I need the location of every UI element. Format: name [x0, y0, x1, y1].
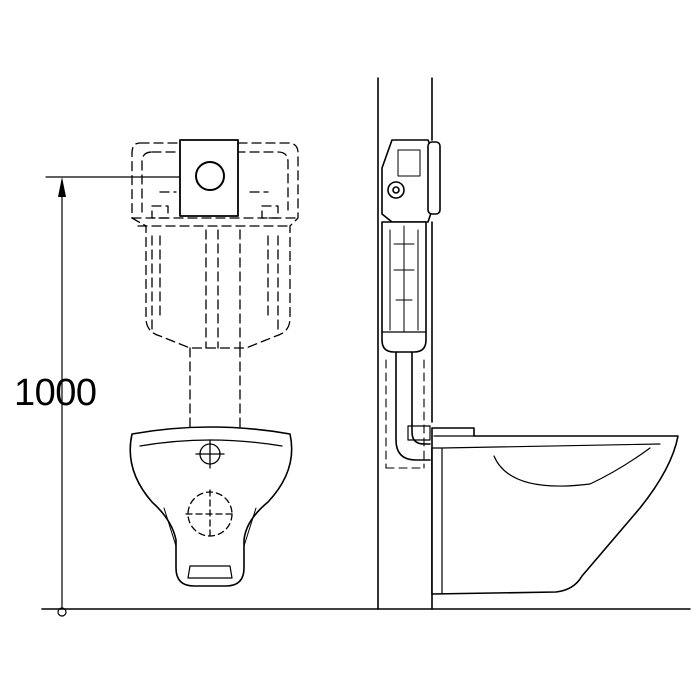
- wc-bowl-side-view: [431, 427, 679, 595]
- wc-outlet-circles: [185, 439, 235, 539]
- wc-bowl-front: [129, 426, 293, 587]
- flush-button-icon: [195, 161, 225, 191]
- height-dimension-label: 1000: [14, 372, 97, 414]
- cistern-side-view: [381, 139, 441, 469]
- flush-plate-front: [179, 139, 239, 217]
- front-view-cistern-hidden: [131, 142, 299, 433]
